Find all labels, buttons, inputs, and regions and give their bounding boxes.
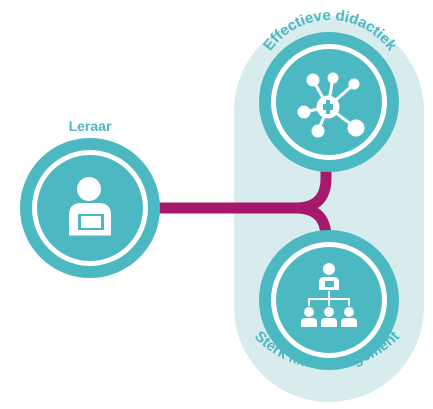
leraar-node (20, 138, 160, 278)
teacher-at-desk-icon (62, 177, 112, 239)
org-hierarchy-icon (301, 263, 357, 327)
network-molecule-icon (297, 72, 365, 138)
sterk-klasmanagement-node: Sterk klasmanagement (251, 230, 403, 373)
leraar-label: Leraar (69, 118, 112, 134)
